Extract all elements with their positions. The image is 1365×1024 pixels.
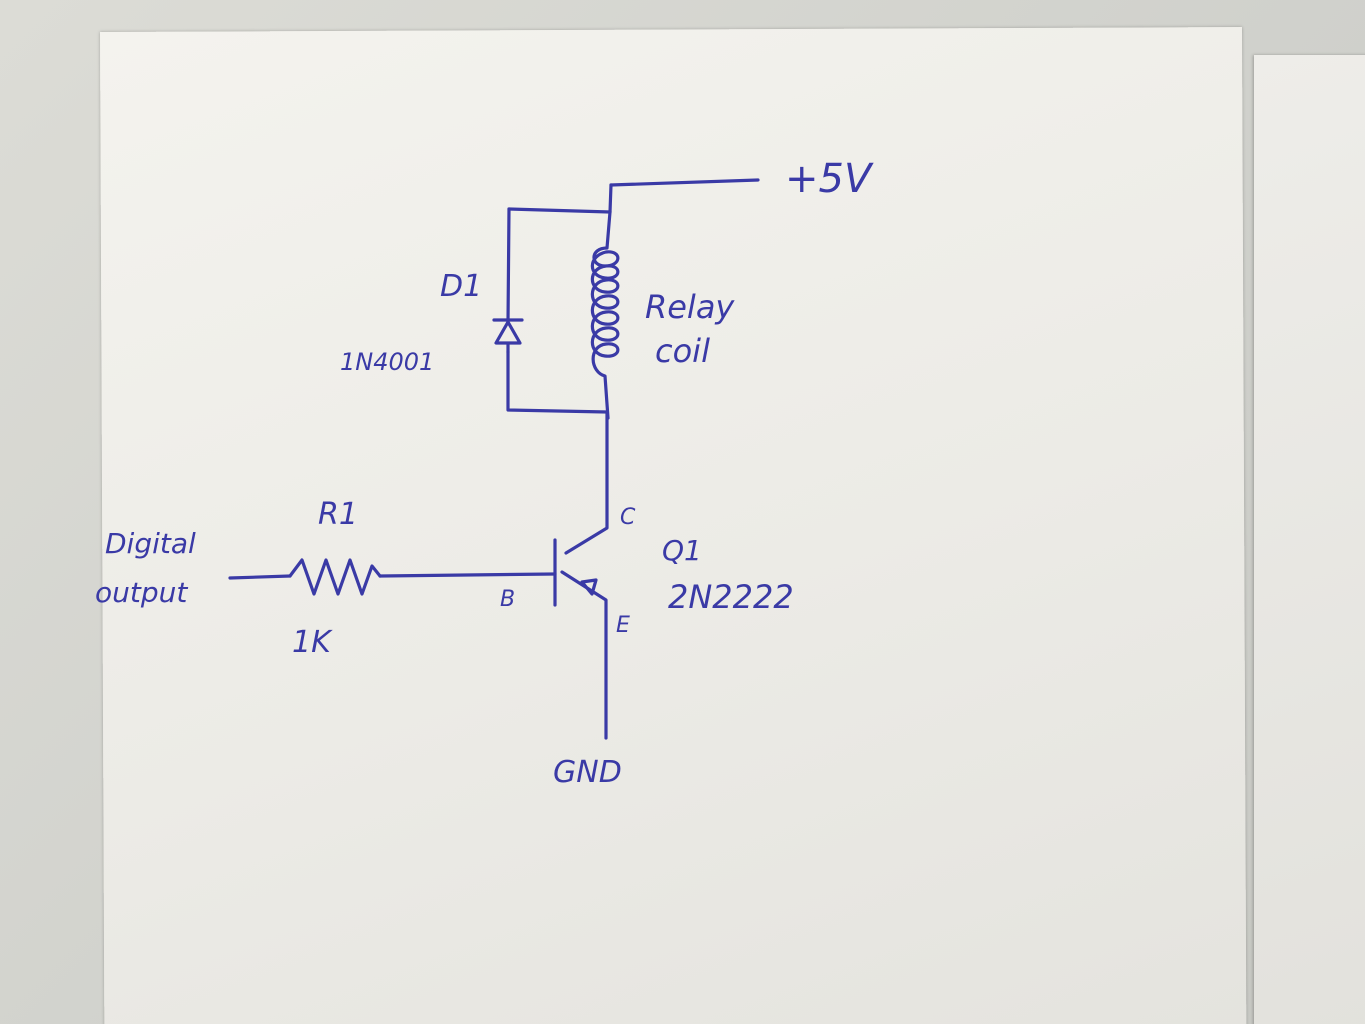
supply-label: +5V [785,156,874,202]
collector-wire [564,410,609,555]
ground-label: GND [553,755,622,790]
transistor-emitter-wire [560,570,608,740]
transistor-name-label: Q1 [662,534,702,567]
resistor-symbol [288,558,382,596]
diode-symbol [492,318,524,354]
supply-rail-wire [609,178,760,187]
relay-coil-symbol [590,210,620,420]
emitter-pin-label: E [616,613,630,638]
resistor-value-label: 1K [292,625,333,660]
diode-left-wire [506,207,511,324]
base-pin-label: B [500,587,515,612]
emitter-arrow [580,578,598,596]
relay-coil-label-line1: Relay [645,288,735,326]
supply-drop-wire [608,183,613,214]
collector-pin-label: C [620,505,636,530]
input-wire [228,574,292,580]
diode-part-label: 1N4001 [340,348,434,376]
top-bus-wire [507,207,612,214]
diode-bottom-wire [506,350,609,414]
resistor-name-label: R1 [318,497,358,532]
adjacent-paper-sheet [1254,55,1365,1024]
diode-name-label: D1 [440,269,482,304]
relay-coil-label-line2: coil [655,332,710,370]
transistor-part-label: 2N2222 [668,578,794,616]
input-label-line2: output [95,576,188,609]
base-wire [378,572,557,578]
input-label-line1: Digital [105,527,196,560]
